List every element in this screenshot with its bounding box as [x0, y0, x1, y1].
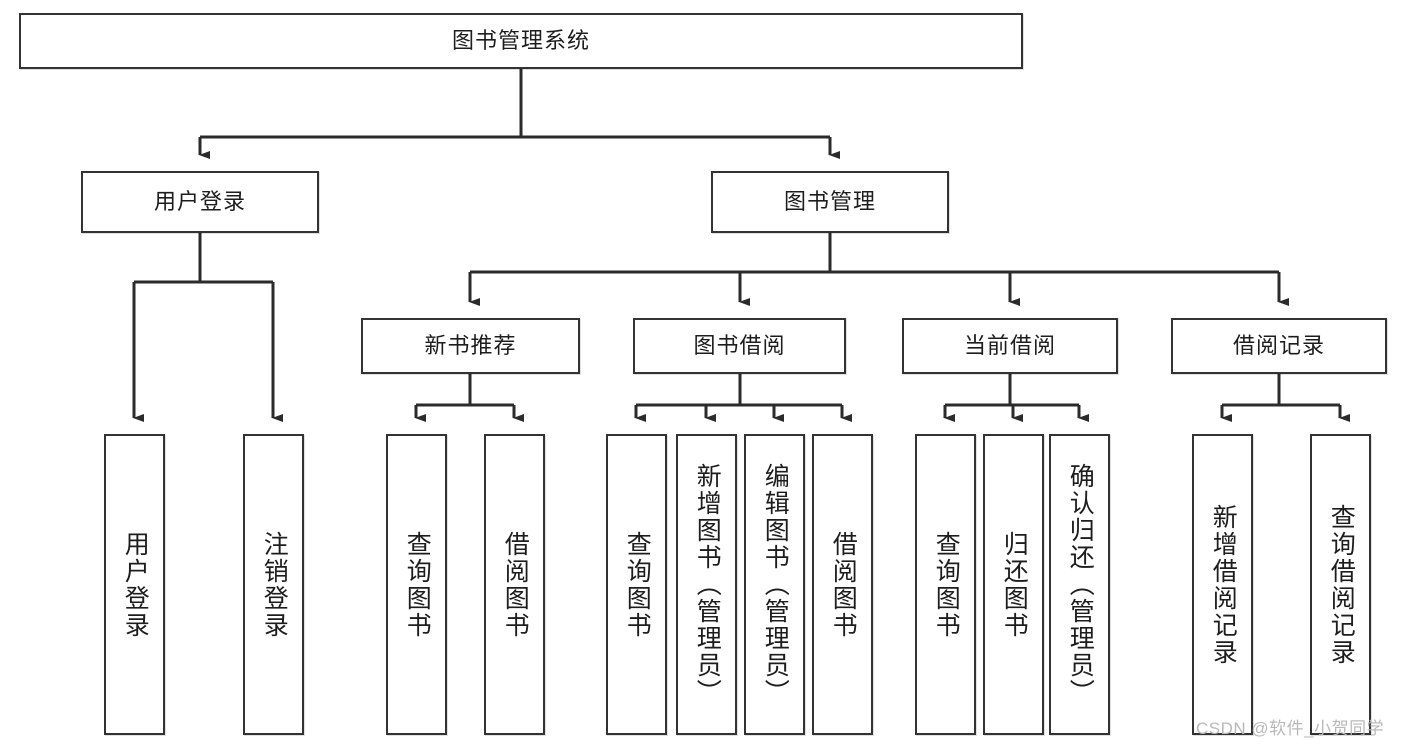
- node-book-borrow-label: 图书借阅: [693, 333, 786, 359]
- watermark: CSDN @软件_小贺同学: [1196, 719, 1385, 738]
- node-leaf-user-login[interactable]: 用户登录: [104, 434, 165, 735]
- node-leaf-add-book-label: 新增图书（管理员）: [693, 463, 722, 706]
- node-leaf-query-record-label: 查询借阅记录: [1327, 503, 1356, 666]
- node-leaf-query-book-2[interactable]: 查询图书: [606, 434, 667, 735]
- node-borrow-record[interactable]: 借阅记录: [1171, 318, 1387, 374]
- node-book-borrow[interactable]: 图书借阅: [633, 318, 846, 374]
- node-current-borrow[interactable]: 当前借阅: [902, 318, 1118, 374]
- node-root[interactable]: 图书管理系统: [19, 13, 1023, 69]
- node-leaf-user-logout[interactable]: 注销登录: [243, 434, 304, 735]
- node-book-manage[interactable]: 图书管理: [711, 171, 949, 233]
- node-leaf-borrow-book-2[interactable]: 借阅图书: [812, 434, 873, 735]
- node-leaf-borrow-book-1-label: 借阅图书: [501, 530, 530, 639]
- node-leaf-edit-book-label: 编辑图书（管理员）: [761, 463, 790, 706]
- node-leaf-user-logout-label: 注销登录: [260, 530, 289, 639]
- node-leaf-borrow-book-1[interactable]: 借阅图书: [484, 434, 545, 735]
- node-leaf-add-record-label: 新增借阅记录: [1209, 503, 1238, 666]
- node-user-login-label: 用户登录: [153, 189, 246, 215]
- node-leaf-confirm-return-label: 确认归还（管理员）: [1066, 463, 1095, 706]
- node-new-book-recommend-label: 新书推荐: [424, 333, 517, 359]
- node-root-label: 图书管理系统: [451, 28, 590, 54]
- node-leaf-add-book[interactable]: 新增图书（管理员）: [676, 434, 737, 735]
- node-current-borrow-label: 当前借阅: [963, 333, 1056, 359]
- node-book-manage-label: 图书管理: [783, 189, 876, 215]
- node-leaf-query-book-2-label: 查询图书: [623, 530, 652, 639]
- node-leaf-query-book-1[interactable]: 查询图书: [386, 434, 447, 735]
- node-leaf-query-book-3[interactable]: 查询图书: [915, 434, 976, 735]
- node-leaf-return-book-label: 归还图书: [1000, 530, 1029, 639]
- node-leaf-query-book-3-label: 查询图书: [932, 530, 961, 639]
- node-leaf-query-record[interactable]: 查询借阅记录: [1310, 434, 1371, 735]
- node-leaf-edit-book[interactable]: 编辑图书（管理员）: [744, 434, 805, 735]
- node-leaf-confirm-return[interactable]: 确认归还（管理员）: [1049, 434, 1110, 735]
- node-leaf-query-book-1-label: 查询图书: [403, 530, 432, 639]
- node-leaf-borrow-book-2-label: 借阅图书: [829, 530, 858, 639]
- node-leaf-user-login-label: 用户登录: [121, 530, 150, 639]
- node-user-login[interactable]: 用户登录: [81, 171, 319, 233]
- node-borrow-record-label: 借阅记录: [1232, 333, 1325, 359]
- node-new-book-recommend[interactable]: 新书推荐: [361, 318, 580, 374]
- node-leaf-add-record[interactable]: 新增借阅记录: [1192, 434, 1253, 735]
- node-leaf-return-book[interactable]: 归还图书: [983, 434, 1044, 735]
